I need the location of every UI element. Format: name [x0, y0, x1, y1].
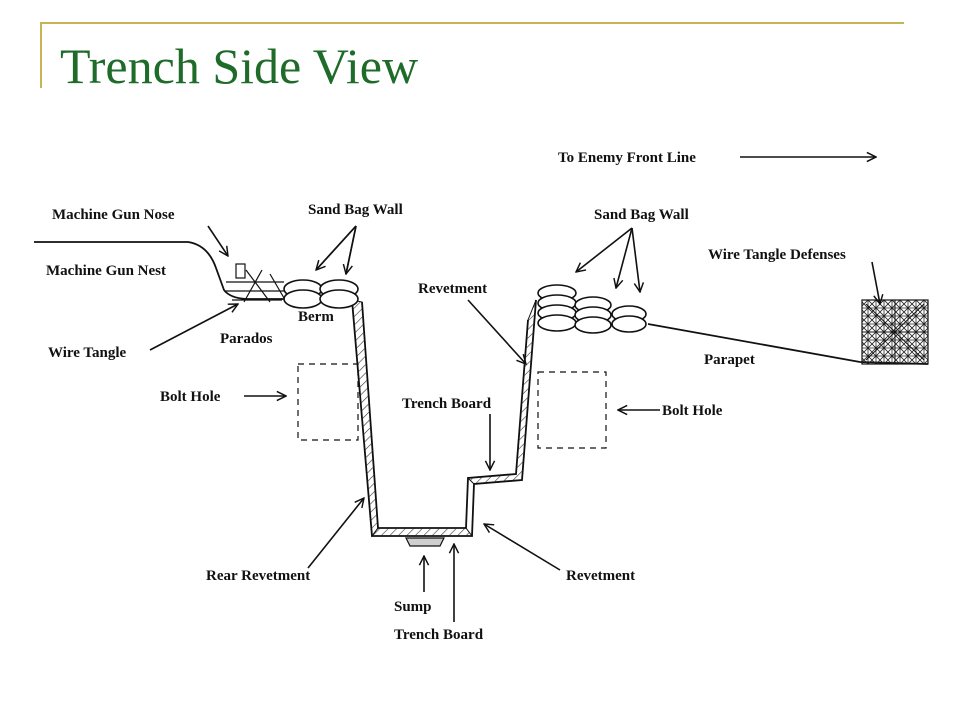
label-sand-bag-wall-right: Sand Bag Wall [594, 207, 689, 223]
bolt-hole-left [297, 363, 359, 441]
label-bolt-hole-right: Bolt Hole [662, 403, 723, 419]
label-bolt-hole-left: Bolt Hole [160, 389, 221, 405]
wire-defenses-arrow [871, 261, 880, 304]
label-berm: Berm [298, 309, 334, 325]
bolt-hole-right [537, 371, 607, 449]
wire-tangle-defenses [861, 299, 929, 365]
trench-floor-board [371, 527, 473, 537]
machine-gun-nest [224, 263, 288, 303]
rear-ground-line [34, 241, 353, 301]
trench-inner-line [361, 301, 529, 529]
label-revetment-bottom: Revetment [566, 568, 635, 584]
rear-revetment-arrow [307, 498, 364, 569]
label-sump: Sump [394, 599, 432, 615]
sand-bags-front [537, 284, 647, 334]
label-mg-nose: Machine Gun Nose [52, 207, 175, 223]
sump [405, 537, 445, 547]
label-trench-board-mid: Trench Board [402, 396, 492, 412]
sand-bag-wall-right-arrow-c [631, 227, 640, 292]
label-rear-revetment: Rear Revetment [206, 568, 310, 584]
label-wire-tangle: Wire Tangle [48, 345, 127, 361]
label-parapet: Parapet [704, 352, 755, 368]
front-revetment-wall [466, 299, 537, 485]
label-sand-bag-wall-left: Sand Bag Wall [308, 202, 403, 218]
revetment-bottom-arrow [484, 524, 561, 571]
sand-bag-wall-right-arrow-a [576, 227, 633, 272]
diagram-labels: To Enemy Front Line Machine Gun Nose Mac… [46, 150, 846, 643]
slide-title: Trench Side View [60, 38, 419, 94]
callout-arrows [149, 157, 880, 622]
sand-bags-rear [283, 279, 359, 309]
label-mg-nest: Machine Gun Nest [46, 263, 166, 279]
label-trench-board-bottom: Trench Board [394, 627, 484, 643]
sand-bag-wall-right-arrow-b [616, 227, 633, 288]
title-frame-top-rule [40, 22, 904, 24]
label-revetment-top: Revetment [418, 281, 487, 297]
label-wire-defenses: Wire Tangle Defenses [708, 247, 846, 263]
title-frame-left-rule [40, 22, 42, 88]
mg-nose-arrow [207, 225, 228, 256]
wire-tangle-arrow [149, 304, 238, 351]
label-enemy-front: To Enemy Front Line [558, 150, 696, 166]
label-parados: Parados [220, 331, 273, 347]
revetment-top-arrow [467, 299, 526, 364]
trench-outline [351, 299, 537, 537]
